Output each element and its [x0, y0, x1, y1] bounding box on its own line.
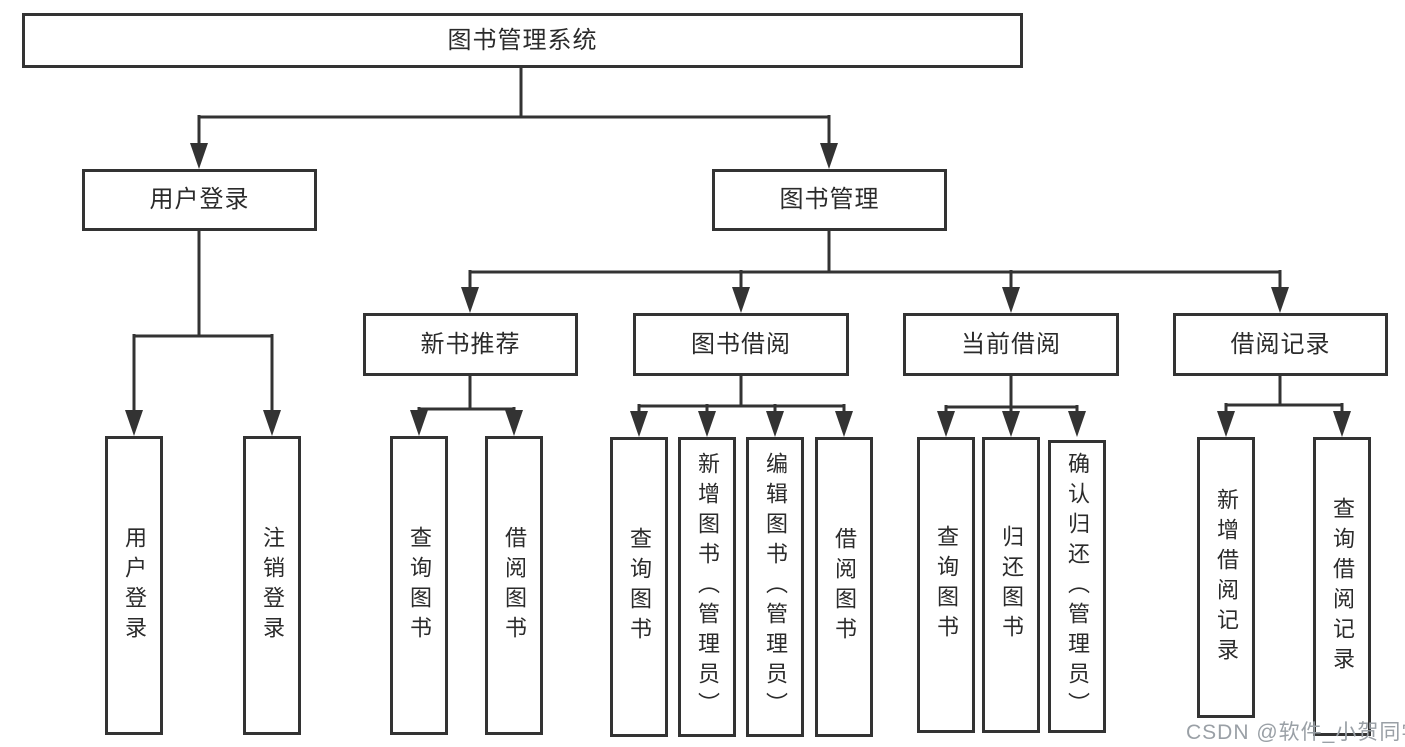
- node-current-borrow-label: 当前借阅: [961, 330, 1061, 358]
- leaf-bb-edit-books-admin-label: 编辑图书（管理员）: [763, 452, 788, 722]
- leaf-cb-confirm-return-admin: 确认归还（管理员）: [1048, 440, 1106, 733]
- leaf-bb-query-books-label: 查询图书: [627, 527, 652, 647]
- node-new-book-recommend-label: 新书推荐: [420, 330, 521, 358]
- leaf-bb-edit-books-admin: 编辑图书（管理员）: [746, 437, 804, 737]
- leaf-bb-borrow-books: 借阅图书: [815, 437, 873, 737]
- node-user-login: 用户登录: [82, 169, 317, 231]
- node-borrow-records-label: 借阅记录: [1230, 330, 1331, 358]
- node-current-borrow: 当前借阅: [903, 313, 1119, 376]
- leaf-br-add-record-label: 新增借阅记录: [1214, 487, 1239, 668]
- leaf-logout: 注销登录: [243, 436, 301, 735]
- leaf-user-login: 用户登录: [105, 436, 163, 735]
- leaf-br-query-record: 查询借阅记录: [1313, 437, 1371, 736]
- node-book-management: 图书管理: [712, 169, 947, 231]
- leaf-nbr-query-books: 查询图书: [390, 436, 448, 735]
- node-new-book-recommend: 新书推荐: [363, 313, 578, 376]
- arrowheads: [125, 143, 1351, 437]
- leaf-cb-query-books-label: 查询图书: [934, 525, 959, 645]
- leaf-bb-query-books: 查询图书: [610, 437, 668, 737]
- leaf-logout-label: 注销登录: [260, 525, 285, 646]
- watermark: CSDN @软件_小贺同学: [1186, 721, 1405, 744]
- node-borrow-records: 借阅记录: [1173, 313, 1388, 376]
- leaf-nbr-borrow-books-label: 借阅图书: [502, 525, 527, 646]
- leaf-cb-return-books: 归还图书: [982, 437, 1040, 733]
- leaf-cb-return-books-label: 归还图书: [999, 525, 1024, 645]
- node-user-login-label: 用户登录: [149, 186, 250, 213]
- leaf-bb-borrow-books-label: 借阅图书: [832, 527, 857, 647]
- node-root: 图书管理系统: [22, 13, 1023, 68]
- node-root-label: 图书管理系统: [447, 26, 598, 54]
- leaf-bb-add-books-admin-label: 新增图书（管理员）: [695, 452, 720, 722]
- leaf-br-add-record: 新增借阅记录: [1197, 437, 1255, 718]
- leaf-cb-query-books: 查询图书: [917, 437, 975, 733]
- leaf-bb-add-books-admin: 新增图书（管理员）: [678, 437, 736, 737]
- leaf-cb-confirm-return-admin-label: 确认归还（管理员）: [1065, 451, 1090, 722]
- leaf-user-login-label: 用户登录: [122, 525, 147, 646]
- leaf-nbr-borrow-books: 借阅图书: [485, 436, 543, 735]
- node-book-borrow: 图书借阅: [633, 313, 849, 376]
- node-book-management-label: 图书管理: [779, 186, 880, 213]
- leaf-br-query-record-label: 查询借阅记录: [1330, 496, 1355, 677]
- leaf-nbr-query-books-label: 查询图书: [407, 525, 432, 646]
- node-book-borrow-label: 图书借阅: [691, 330, 791, 358]
